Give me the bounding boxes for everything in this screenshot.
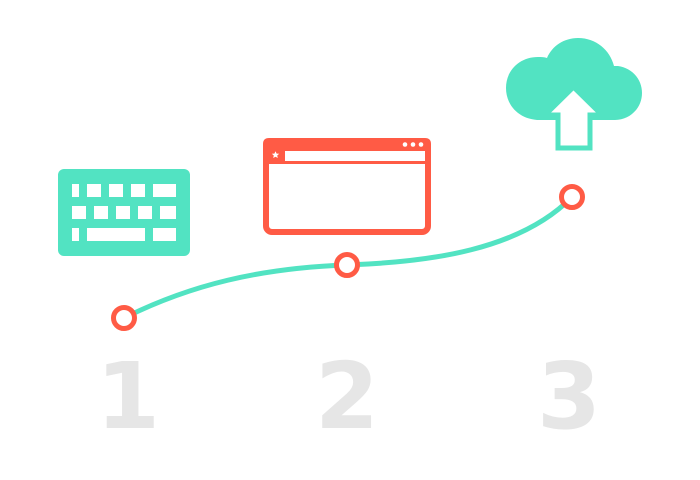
key	[72, 228, 79, 241]
window-dot-icon	[418, 142, 424, 147]
key	[116, 206, 130, 219]
key	[87, 184, 101, 197]
step-marker-2	[334, 252, 360, 278]
key	[138, 206, 152, 219]
step-number-2: 2	[315, 343, 379, 450]
key	[94, 206, 108, 219]
star-icon	[271, 151, 280, 158]
key	[72, 184, 79, 197]
cloud-upload-icon	[506, 38, 642, 151]
key	[131, 184, 145, 197]
key	[72, 206, 86, 219]
keyboard-icon	[58, 169, 190, 256]
keyboard-keys	[72, 184, 176, 241]
step-number-1: 1	[96, 343, 160, 450]
key	[153, 228, 176, 241]
key	[109, 184, 123, 197]
window-dot-icon	[402, 142, 408, 147]
upload-arrow-icon	[538, 83, 609, 151]
address-bar	[285, 151, 425, 161]
key	[160, 206, 176, 219]
cloud-shape	[506, 38, 642, 120]
spacebar-key	[87, 228, 145, 241]
step-number-3: 3	[537, 343, 601, 450]
browser-window-icon	[263, 138, 431, 235]
key	[153, 184, 176, 197]
window-dot-icon	[410, 142, 416, 147]
step-marker-3	[559, 184, 585, 210]
step-marker-1	[111, 305, 137, 331]
